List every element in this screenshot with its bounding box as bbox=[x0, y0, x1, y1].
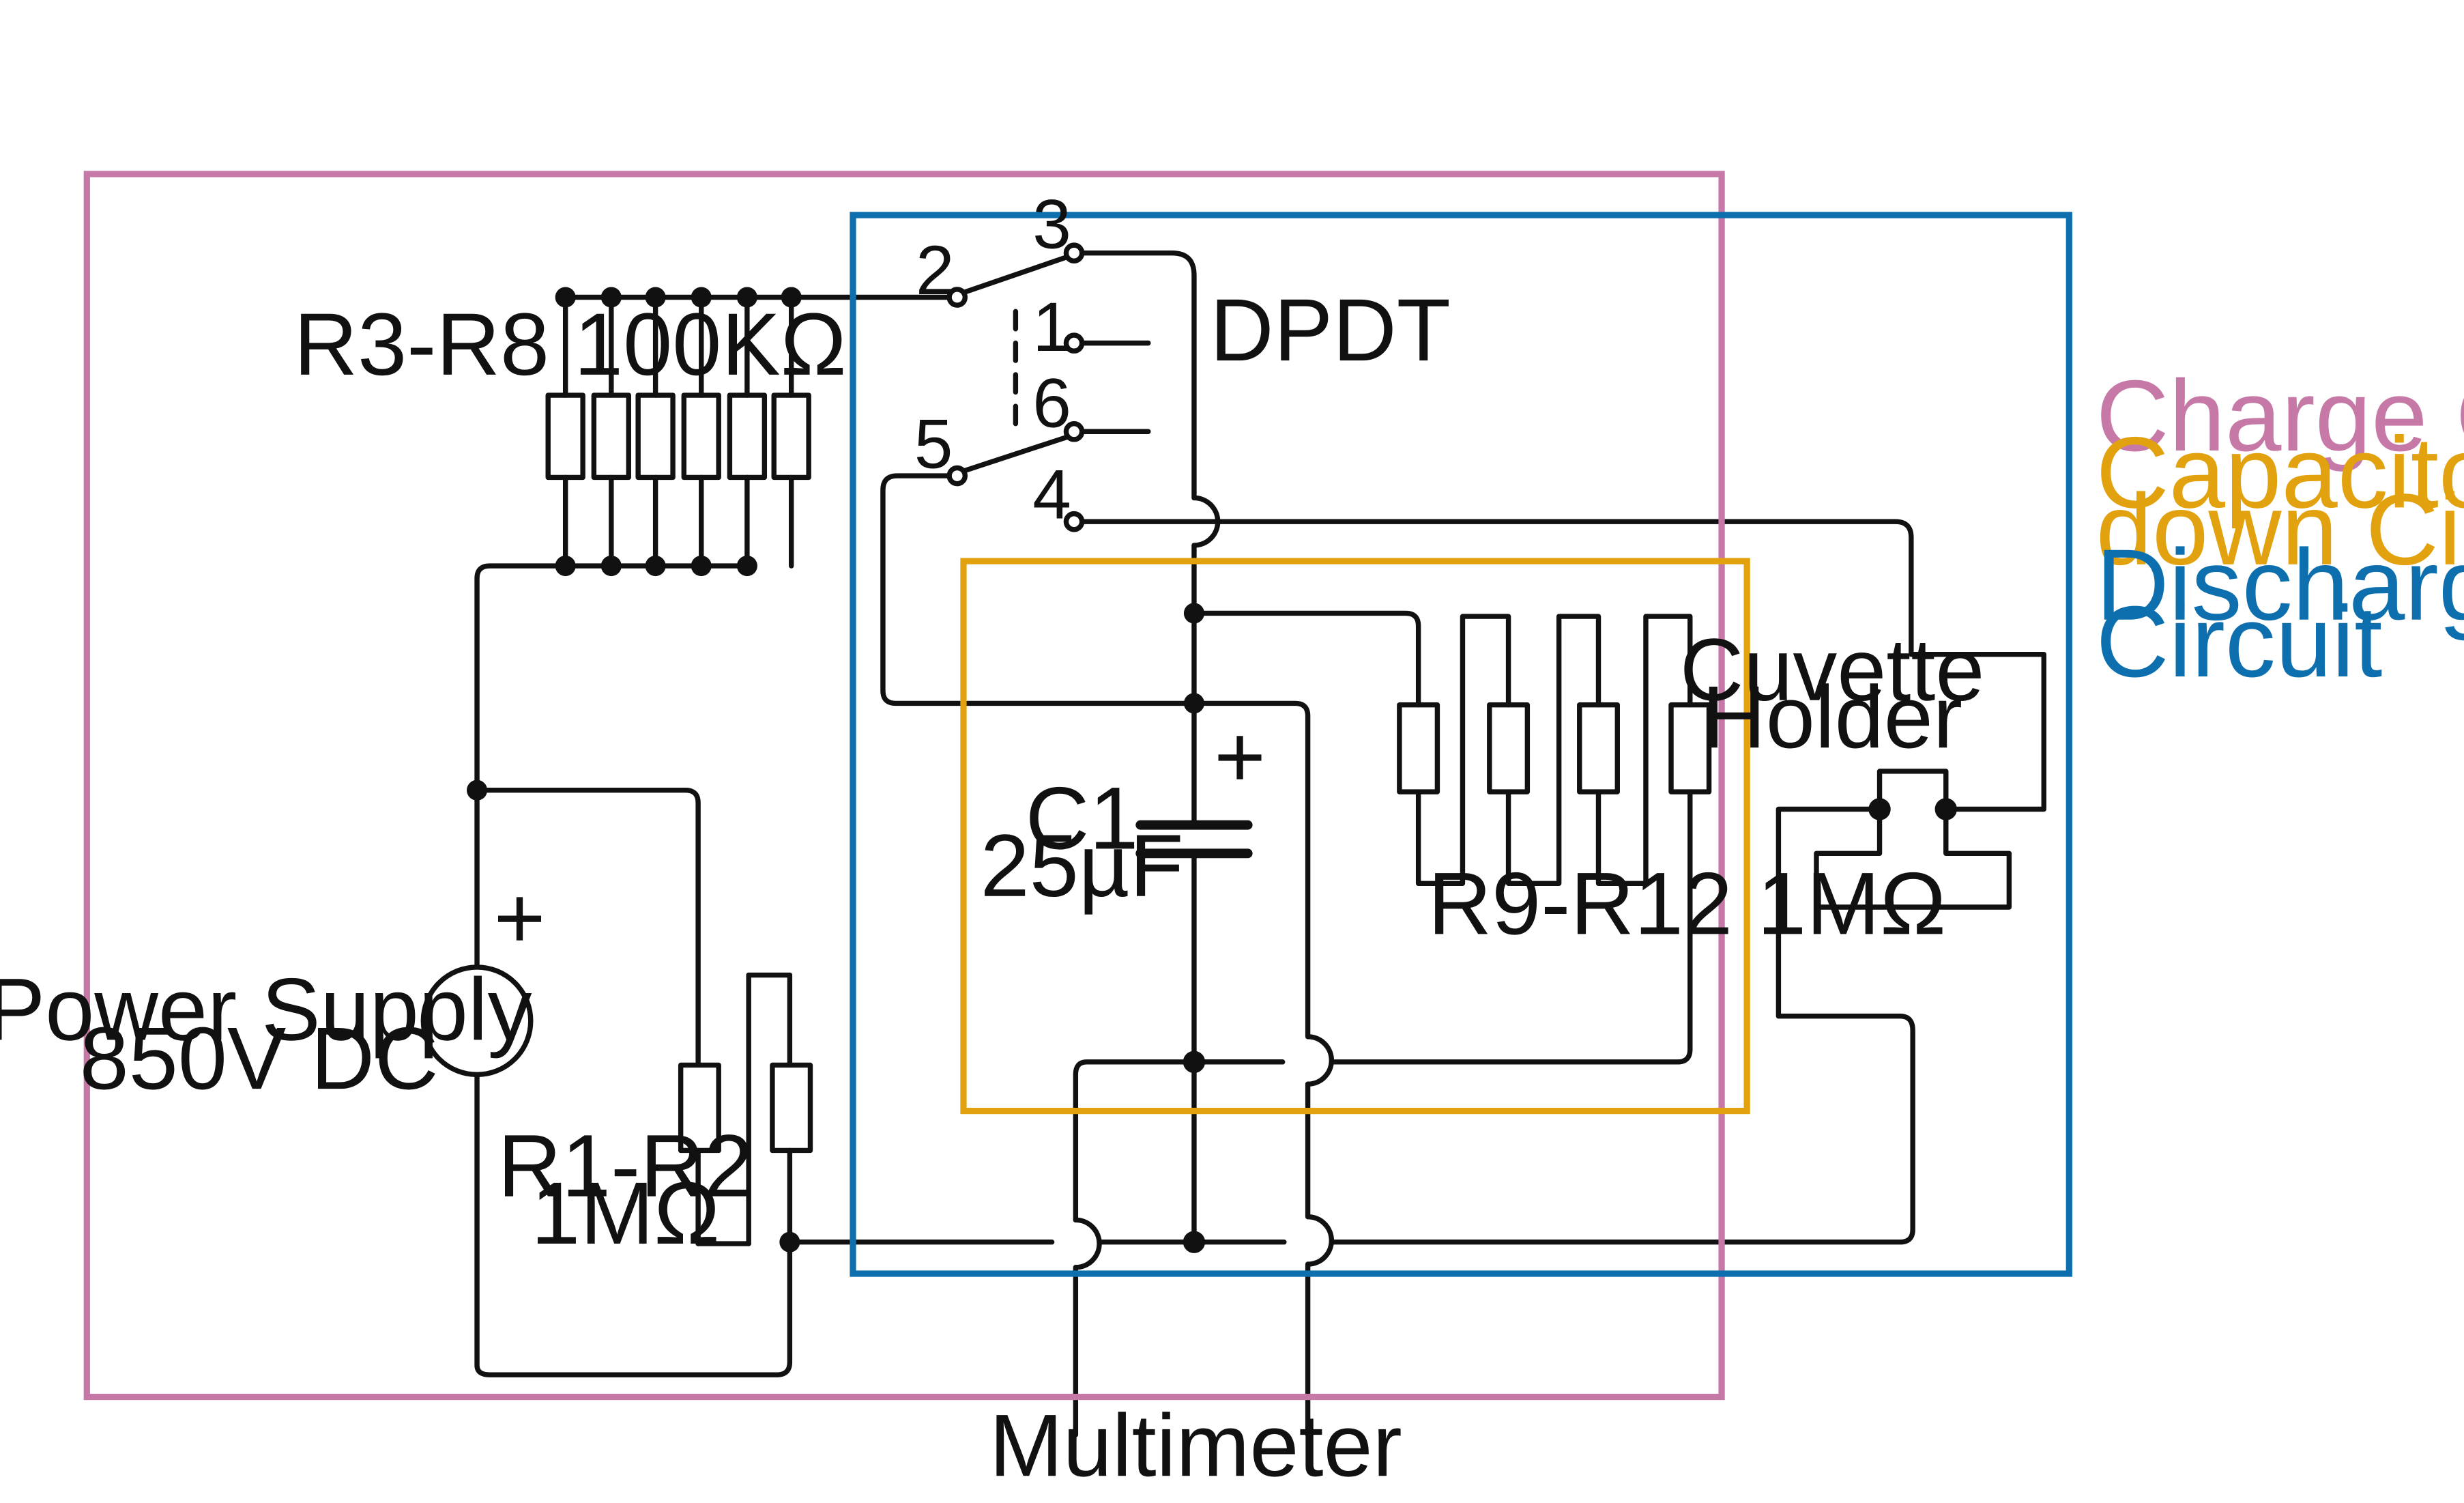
pin4-cuvette-wire bbox=[1079, 519, 2046, 812]
pin3-main-wire bbox=[1079, 250, 1221, 616]
r1-top-wire bbox=[474, 788, 701, 1065]
multimeter-left-lead bbox=[1073, 1059, 1286, 1437]
switch-pin-6-label: 6 bbox=[1032, 364, 1071, 442]
multimeter-label: Multimeter bbox=[989, 1397, 1402, 1495]
legend: Charge Circuit Capacitor Bleed- down Cir… bbox=[2096, 360, 2464, 698]
resistor-pair-r1-r2 bbox=[678, 972, 813, 1246]
resistor-bank-r3-r8 bbox=[545, 294, 963, 569]
power-supply-symbol bbox=[420, 964, 534, 1078]
legend-charge-circuit: Charge Circuit bbox=[2096, 360, 2464, 472]
switch-pin-4-label: 4 bbox=[1032, 456, 1071, 534]
dpdt-label: DPDT bbox=[1210, 281, 1451, 380]
switch-pin-3-label: 3 bbox=[1032, 186, 1071, 263]
switch-pin-2-label: 2 bbox=[916, 231, 955, 309]
resistor-bank-r9-r12 bbox=[1191, 610, 1712, 1065]
discharge-circuit-region bbox=[850, 212, 2072, 1277]
cuvette-label-line2: Holder bbox=[1702, 668, 1962, 767]
r1-r2-value-label: 1MΩ bbox=[531, 1164, 720, 1263]
c1-value-label: 25µF bbox=[981, 817, 1184, 915]
r9-r12-label: R9-R12 1MΩ bbox=[1428, 855, 1947, 953]
switch-pin-5-label: 5 bbox=[914, 405, 953, 483]
supply-left-rail bbox=[474, 563, 793, 1377]
legend-bleed-down-line2: down Circuit bbox=[2096, 474, 2464, 586]
legend-bleed-down-line1: Capacitor Bleed- bbox=[2096, 416, 2464, 529]
legend-discharge-line1: Discharge bbox=[2096, 529, 2464, 642]
supply-value-label: 850V DC bbox=[80, 1010, 439, 1108]
legend-discharge-line2: Circuit bbox=[2096, 586, 2383, 698]
dpdt-switch bbox=[946, 242, 1151, 532]
c1-name-label: C1 bbox=[1026, 769, 1139, 868]
r3-r8-label: R3-R8 100KΩ bbox=[294, 296, 847, 394]
bleed-down-circuit-region bbox=[960, 558, 1750, 1115]
pin5-wire bbox=[880, 473, 1197, 706]
c1-polarity-label: + bbox=[1214, 708, 1266, 806]
switch-pin-1-label: 1 bbox=[1032, 288, 1071, 366]
r1-r2-name-label: R1-R2 bbox=[497, 1117, 753, 1216]
multimeter-right-lead bbox=[1191, 700, 1334, 1437]
cuvette-label-line1: Cuvette bbox=[1680, 621, 1985, 719]
supply-name-label: Power Supply bbox=[0, 960, 532, 1059]
junction-dots bbox=[467, 287, 1957, 1253]
cuvette-holder bbox=[1814, 769, 2012, 910]
charge-circuit-region bbox=[83, 171, 1725, 1401]
supply-polarity-label: + bbox=[494, 869, 546, 967]
